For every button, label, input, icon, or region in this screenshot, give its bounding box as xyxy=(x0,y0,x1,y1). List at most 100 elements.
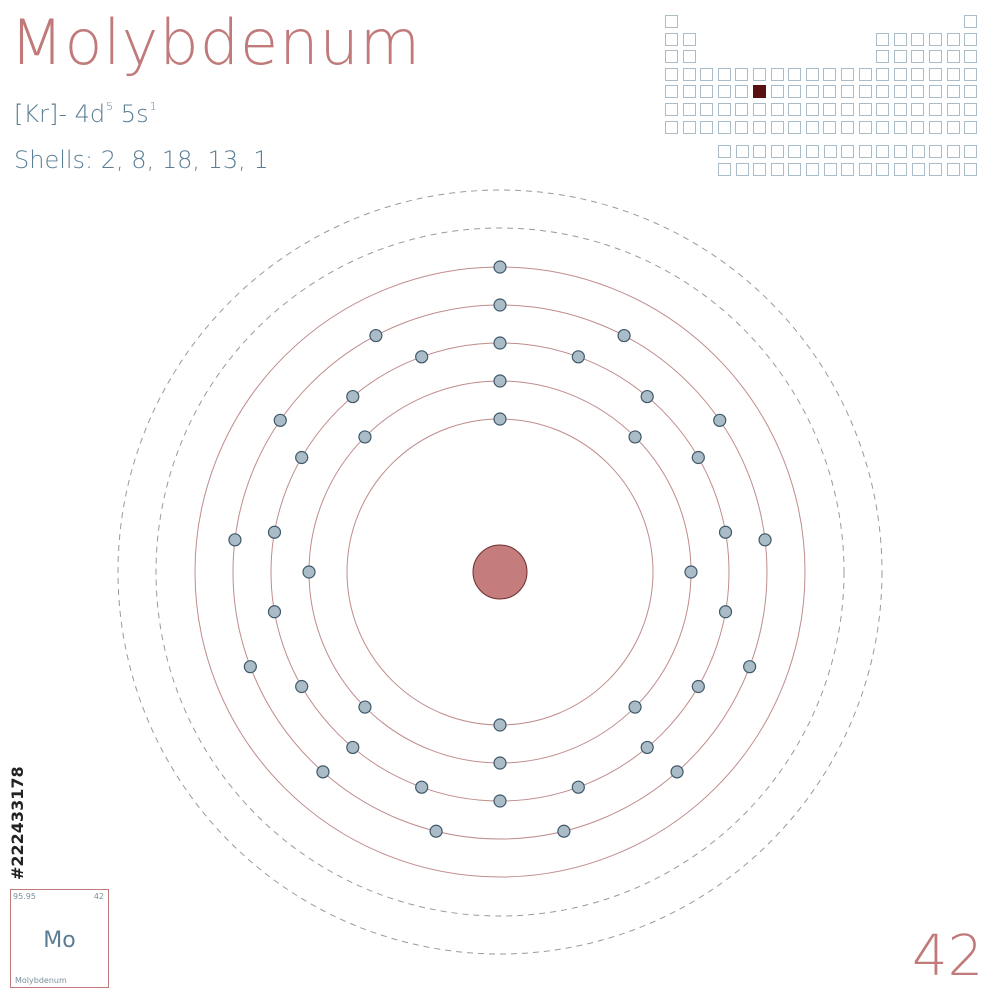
electron xyxy=(713,413,727,427)
electron xyxy=(346,740,360,755)
periodic-cell xyxy=(964,162,978,176)
electron xyxy=(493,374,507,388)
periodic-cell xyxy=(735,103,749,116)
periodic-cell xyxy=(841,145,855,158)
config-orbital-1-exponent: 5 xyxy=(106,100,114,113)
electron xyxy=(493,794,507,808)
periodic-cell xyxy=(858,103,872,116)
periodic-cell xyxy=(788,120,802,134)
periodic-cell xyxy=(858,67,872,81)
periodic-cell xyxy=(893,67,907,81)
periodic-cell xyxy=(946,32,960,46)
periodic-cell xyxy=(876,50,890,64)
periodic-cell xyxy=(770,145,784,158)
periodic-cell xyxy=(788,67,802,81)
periodic-cell xyxy=(806,162,819,176)
periodic-cell xyxy=(929,145,943,158)
periodic-cell xyxy=(735,162,749,176)
electron xyxy=(718,605,733,619)
periodic-cell xyxy=(893,32,907,46)
electron xyxy=(493,756,507,770)
periodic-cell xyxy=(876,32,890,46)
periodic-cell xyxy=(788,85,802,99)
periodic-cell xyxy=(665,15,678,28)
periodic-cell-highlighted xyxy=(753,85,766,99)
periodic-cell xyxy=(735,85,749,99)
periodic-cell xyxy=(805,67,819,81)
periodic-cell xyxy=(858,162,872,176)
periodic-cell xyxy=(823,85,837,99)
periodic-cell xyxy=(911,145,925,158)
periodic-cell xyxy=(788,162,802,176)
electron xyxy=(640,389,654,404)
periodic-cell xyxy=(876,85,890,99)
tile-atomic-number: 42 xyxy=(93,892,104,901)
periodic-cell xyxy=(876,162,890,176)
periodic-cell xyxy=(718,162,731,176)
shells-text: Shells: 2, 8, 18, 13, 1 xyxy=(14,146,269,174)
periodic-cell xyxy=(682,67,696,81)
periodic-cell xyxy=(946,85,960,99)
periodic-cell xyxy=(964,120,978,134)
electron xyxy=(628,700,642,714)
stock-id: #222433178 xyxy=(8,766,27,880)
periodic-cell xyxy=(964,15,978,28)
periodic-cell xyxy=(946,50,960,64)
electron xyxy=(243,660,257,674)
electron xyxy=(571,350,585,364)
periodic-cell xyxy=(911,120,925,134)
electron xyxy=(640,740,654,755)
periodic-cell xyxy=(964,103,978,116)
electron xyxy=(429,824,443,838)
periodic-cell xyxy=(700,67,714,81)
periodic-cell xyxy=(770,67,784,81)
electron xyxy=(617,328,631,343)
periodic-cell xyxy=(682,32,696,46)
periodic-cell xyxy=(964,85,978,99)
periodic-cell xyxy=(929,120,942,134)
periodic-cell xyxy=(964,50,978,64)
periodic-cell xyxy=(946,145,960,158)
nucleus xyxy=(472,544,528,600)
periodic-cell xyxy=(858,85,872,99)
electron xyxy=(684,565,698,579)
tile-element-name: Molybdenum xyxy=(15,976,67,985)
periodic-cell xyxy=(911,162,925,176)
periodic-cell xyxy=(929,32,942,46)
electron xyxy=(628,430,642,444)
periodic-cell xyxy=(964,32,978,46)
periodic-cell xyxy=(946,162,960,176)
periodic-cell xyxy=(770,103,784,116)
periodic-cell xyxy=(700,103,714,116)
periodic-cell xyxy=(753,145,767,158)
periodic-cell xyxy=(770,85,784,99)
periodic-cell xyxy=(911,32,925,46)
periodic-cell xyxy=(823,103,837,116)
periodic-cell xyxy=(753,120,766,134)
periodic-cell xyxy=(753,103,766,116)
periodic-cell xyxy=(700,85,714,99)
periodic-cell xyxy=(682,120,696,134)
tile-symbol: Mo xyxy=(43,928,76,953)
config-core: [Kr]- xyxy=(14,100,67,128)
periodic-cell xyxy=(805,85,819,99)
periodic-cell xyxy=(665,103,678,116)
periodic-cell xyxy=(876,145,890,158)
periodic-cell xyxy=(964,67,978,81)
periodic-cell xyxy=(770,162,784,176)
periodic-cell xyxy=(876,103,890,116)
electron xyxy=(493,336,507,350)
periodic-cell xyxy=(929,162,943,176)
element-tile: 95.95 42 Mo Molybdenum xyxy=(10,889,109,988)
electron xyxy=(415,350,429,364)
periodic-cell xyxy=(665,120,678,134)
periodic-cell xyxy=(718,145,731,158)
periodic-cell xyxy=(911,50,925,64)
electron xyxy=(346,389,360,404)
electron xyxy=(691,450,705,465)
periodic-cell xyxy=(700,120,714,134)
periodic-cell xyxy=(823,162,837,176)
element-name: Molybdenum xyxy=(10,6,422,79)
periodic-cell xyxy=(893,103,907,116)
